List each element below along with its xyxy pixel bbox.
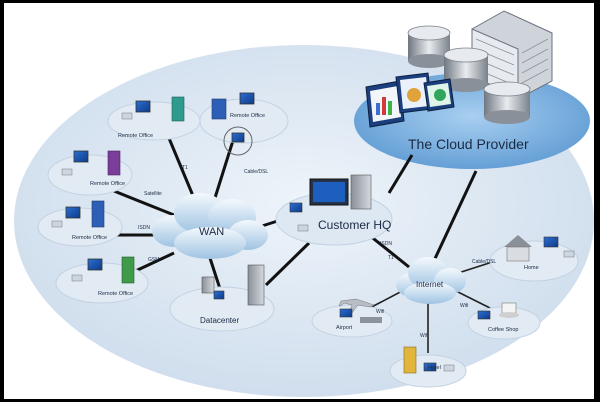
cloud-provider-label: The Cloud Provider	[408, 136, 529, 152]
customer-hq-node	[275, 174, 393, 246]
database-icon	[407, 25, 451, 68]
link-label-isdn: ISDN	[138, 225, 150, 231]
link-label-satellite: Satellite	[144, 191, 162, 197]
hotel-label: Hotel	[428, 365, 441, 371]
remote-office-3	[47, 150, 133, 196]
wan-label: WAN	[199, 226, 224, 238]
remote-office-4	[37, 200, 123, 247]
diagram-svg: T1 Cable/DSL Satellite ISDN GSM T1 ISDN …	[14, 10, 594, 397]
remote-office-1	[107, 96, 201, 141]
cloud-server-rack	[471, 10, 553, 100]
link-label-isdn-hq: ISDN	[380, 241, 392, 247]
datacenter-label: Datacenter	[200, 316, 239, 325]
coffee-shop-node	[467, 302, 541, 340]
link-remote3-wan	[113, 189, 175, 217]
customer-hq-label: Customer HQ	[318, 218, 391, 232]
internet-label: Internet	[416, 280, 444, 289]
link-label-t1-hq: T1	[388, 255, 394, 261]
datacenter-node	[169, 264, 275, 332]
remote-office-5	[55, 256, 149, 304]
link-label-wifi-coffee: Wifi	[460, 303, 468, 309]
remote-office-label: Remote Office	[230, 113, 265, 119]
link-hq-cloud	[387, 154, 414, 194]
airport-node	[311, 298, 393, 338]
link-hq-internet	[368, 233, 410, 269]
link-remote1-wan	[164, 130, 198, 204]
remote-office-2	[199, 92, 289, 156]
coffee-shop-label: Coffee Shop	[488, 327, 518, 333]
link-label-wifi-airport: Wifi	[376, 309, 384, 315]
link-hq-datacenter	[264, 241, 311, 287]
wan-cloud	[152, 193, 268, 259]
remote-office-highlight	[223, 126, 253, 156]
network-diagram: T1 Cable/DSL Satellite ISDN GSM T1 ISDN …	[4, 3, 594, 399]
link-label-gsm: GSM	[148, 257, 159, 263]
link-label-cable-dsl-home: Cable/DSL	[472, 259, 496, 265]
remote-office-label: Remote Office	[72, 235, 107, 241]
link-label-cable-dsl-top: Cable/DSL	[244, 169, 268, 175]
home-label: Home	[524, 265, 539, 271]
airport-label: Airport	[336, 325, 353, 331]
hotel-node	[389, 346, 467, 388]
link-label-t1-top: T1	[182, 165, 188, 171]
remote-office-label: Remote Office	[98, 291, 133, 297]
remote-office-label: Remote Office	[90, 181, 125, 187]
internet-cloud	[396, 257, 466, 304]
link-internet-cloud	[430, 170, 478, 266]
home-node	[489, 235, 579, 282]
link-label-wifi-hotel: Wifi	[420, 333, 428, 339]
database-icon	[483, 81, 531, 124]
database-icon	[443, 47, 489, 92]
cloud-app-panels	[365, 72, 455, 128]
remote-office-label: Remote Office	[118, 133, 153, 139]
